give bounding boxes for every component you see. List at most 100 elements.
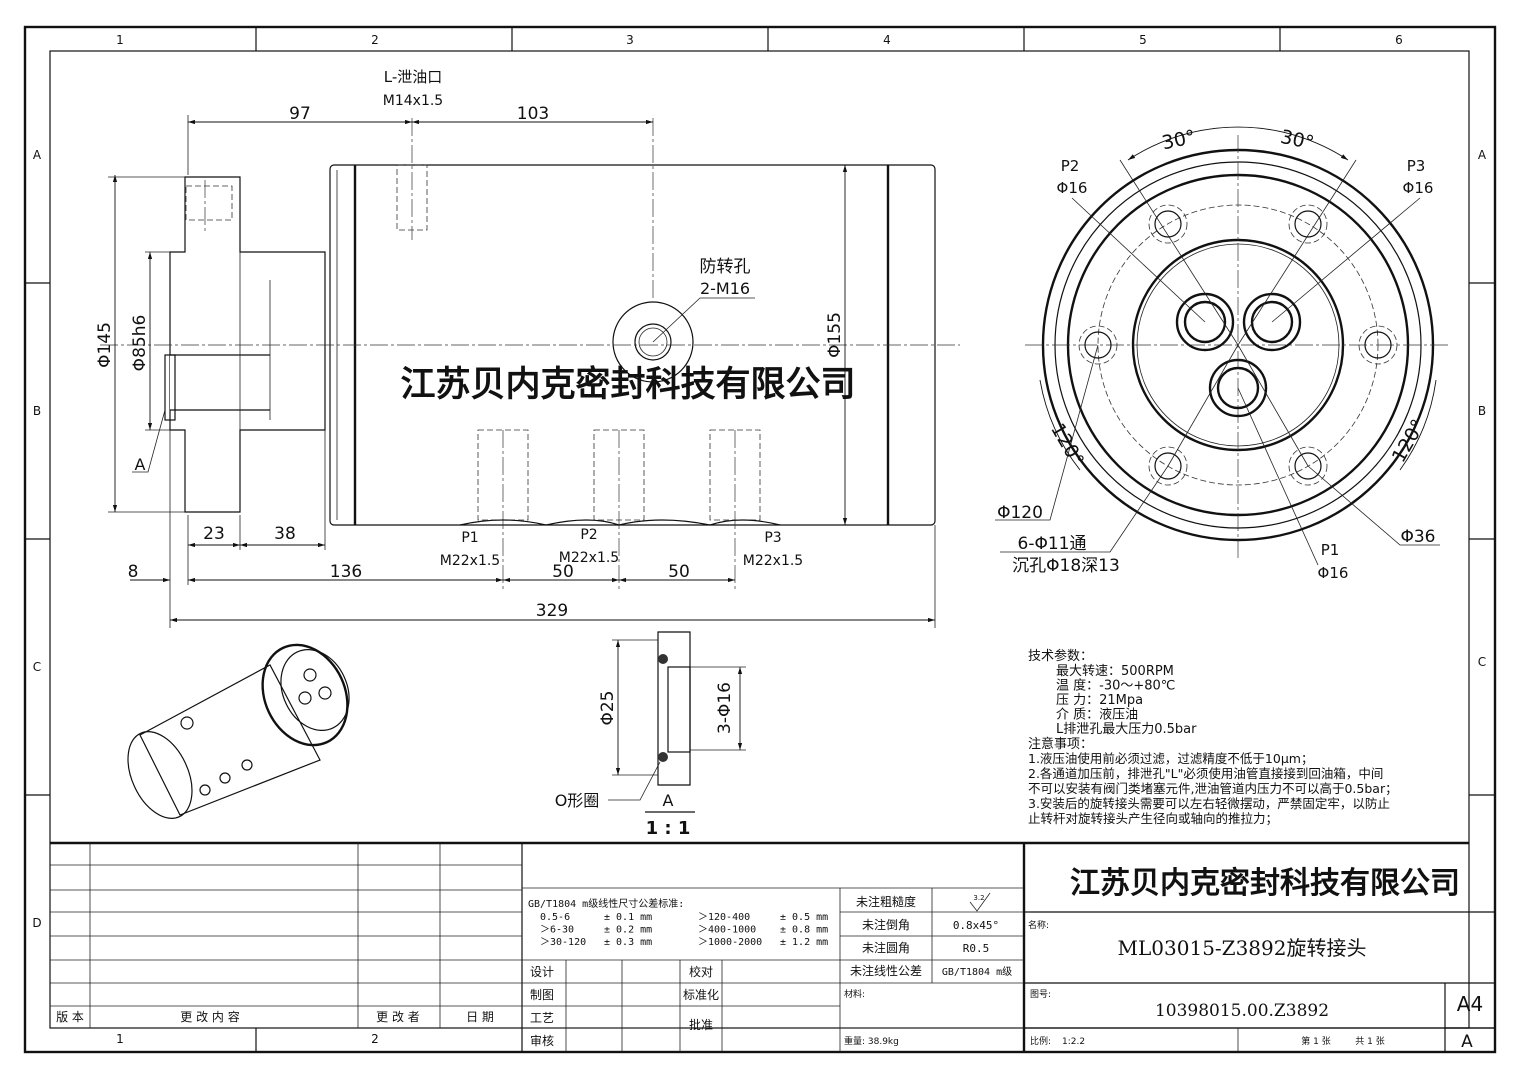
port-p2-thread: M22x1.5 [559,550,619,566]
tolerance-value: GB/T1804 m级 [942,966,1012,978]
front-view [100,115,960,628]
note-lines: 1.液压油使用前必须过滤，过滤精度不低于10μm；2.各通道加压前，排泄孔"L"… [1028,751,1398,826]
isometric-view [127,643,350,819]
chamfer-label: 未注倒角 [862,917,910,932]
angle-30-b: 30° [1278,126,1316,155]
dim-50-b: 50 [668,562,690,582]
draw-label: 制图 [530,988,554,1002]
angle-30-a: 30° [1160,126,1198,155]
port-p1-label: P1 [461,530,478,546]
detail-dia-25: Φ25 [598,690,618,725]
zone-2: 2 [371,33,379,47]
tolerance-title: GB/T1804 m级线性尺寸公差标准: [528,897,684,910]
flange-section [169,176,326,513]
rev-header-content: 更 改 内 容 [180,1009,239,1024]
param-line: 温 度：-30～+80℃ [1056,678,1175,694]
zone-5: 5 [1139,33,1147,47]
roughness-value: 3.2 [973,894,984,902]
rev-header-author: 更 改 者 [376,1010,420,1024]
detail-a-view [608,631,746,813]
port-p1-thread: M22x1.5 [440,553,500,569]
tolerance-table: 0.5-6± 0.1 mm＞120-400± 0.5 mm＞6-30± 0.2 … [540,912,828,948]
name-label: 名称: [1028,919,1049,931]
p2-dia: Φ16 [1057,179,1088,197]
port-p3-thread: M22x1.5 [743,553,803,569]
detail-a-label: A [663,791,674,810]
zone-c-left: C [33,660,41,674]
zone-1-bottom: 1 [116,1032,124,1046]
param-line: 介 质：液压油 [1056,708,1138,723]
chamfer-value: 0.8x45° [953,919,999,932]
tolerance-cell: ＞120-400 [698,912,750,923]
dim-50-a: 50 [552,562,574,582]
detail-scale: 1 : 1 [646,818,691,839]
dim-38: 38 [274,524,296,544]
p3-dia: Φ16 [1403,179,1434,197]
tolerance-cell: ± 1.2 mm [780,937,828,948]
paper-size: A4 [1457,992,1483,1016]
p3-label: P3 [1407,157,1426,175]
zone-3: 3 [626,33,634,47]
drawing-no-label: 图号: [1030,989,1051,1000]
check-label: 校对 [689,964,713,979]
dim-dia-145: Φ145 [95,322,115,368]
zone-ticks-top [25,27,1495,1052]
p2-label: P2 [1061,157,1080,175]
approve-label: 批准 [689,1017,713,1032]
dim-8: 8 [128,562,139,582]
detail-ref-a: A [135,455,146,474]
review-label: 审核 [530,1033,554,1048]
drain-label: L-泄油口 [384,68,443,86]
counterbore: 沉孔Φ18深13 [1012,556,1120,576]
port-p2-label: P2 [580,527,597,543]
p1-label: P1 [1321,541,1340,559]
tolerance-cell: ± 0.3 mm [604,937,652,948]
anti-rotation-spec: 2-M16 [700,279,750,298]
drain-thread: M14x1.5 [383,93,443,109]
p1-dia: Φ16 [1318,564,1349,582]
design-label: 设计 [530,965,554,979]
port-p3-label: P3 [764,530,781,546]
zone-d-left: D [32,916,41,930]
dim-136: 136 [330,562,362,582]
note-line: 2.各通道加压前，排泄孔"L"必须使用油管直接接到回油箱，中间 [1028,766,1383,781]
params-title: 技术参数： [1028,648,1093,664]
note-line: 不可以安装有阀门类堵塞元件,泄油管道内压力不可以高于0.5bar； [1028,781,1398,796]
zone-b-left: B [33,404,41,418]
param-line: 压 力：21Mpa [1056,693,1143,708]
part-name: ML03015-Z3892旋转接头 [1118,936,1367,960]
rev-header-date: 日 期 [466,1010,494,1024]
anti-rotation-boss [612,301,694,383]
tolerance-cell: ± 0.2 mm [604,925,652,936]
dim-23: 23 [203,524,225,544]
tolerance-cell: ± 0.8 mm [780,925,828,936]
zone-6: 6 [1395,33,1403,47]
fillet-label: 未注圆角 [862,940,910,955]
zone-a-right: A [1478,148,1487,162]
dim-dia-155: Φ155 [825,312,845,358]
dim-dia-36: Φ36 [1400,527,1435,547]
notes-title: 注意事项： [1028,736,1093,752]
revision-mark: A [1461,1032,1473,1052]
dim-dia-85: Φ85h6 [130,315,150,372]
rev-header-version: 版 本 [56,1010,84,1024]
tolerance-label: 未注线性公差 [850,963,922,978]
tolerance-cell: 0.5-6 [540,912,570,923]
detail-dia-16: 3-Φ16 [715,682,735,734]
param-line: 最大转速：500RPM [1056,664,1174,679]
note-line: 止转杆对旋转接头产生径向或轴向的推拉力； [1028,811,1278,826]
dim-dia-120: Φ120 [997,503,1043,523]
zone-2-bottom: 2 [371,1032,379,1046]
sheet-total: 共 1 张 [1355,1036,1384,1047]
company-name: 江苏贝内克密封科技有限公司 [1070,866,1460,901]
dim-97: 97 [289,104,311,124]
tolerance-cell: ± 0.5 mm [780,912,828,923]
note-line: 3.安装后的旋转接头需要可以左右轻微摆动，严禁固定牢，以防止 [1028,796,1390,811]
tolerance-cell: ＞6-30 [540,925,574,936]
roughness-symbol [969,892,991,912]
param-line: L排泄孔最大压力0.5bar [1056,722,1197,737]
dim-329: 329 [536,601,568,621]
standard-label: 标准化 [683,988,719,1002]
zone-c-right: C [1478,655,1486,669]
